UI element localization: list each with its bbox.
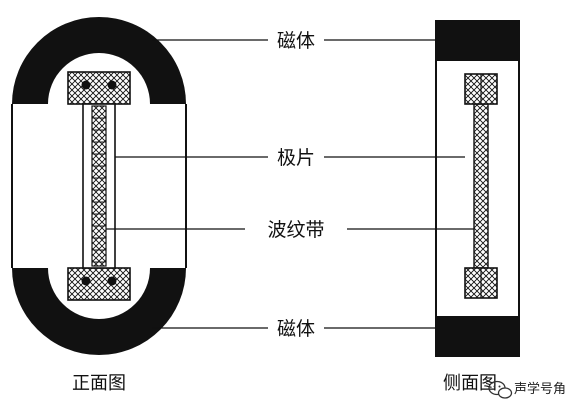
label-magnet-top: 磁体	[277, 30, 315, 52]
front-view	[11, 17, 187, 355]
watermark-text: 声学号角	[514, 381, 566, 397]
caption-side-view: 侧面图	[443, 373, 497, 394]
label-pole-piece: 极片	[277, 147, 315, 169]
wechat-icon	[488, 380, 513, 399]
front-pole-top	[67, 71, 131, 105]
side-pole-bottom	[464, 267, 498, 299]
side-pole-top	[464, 73, 498, 105]
leader-lines	[106, 39, 474, 329]
caption-front-view: 正面图	[72, 373, 126, 394]
side-view	[435, 20, 520, 357]
watermark: 声学号角	[488, 380, 566, 399]
front-pole-bottom	[67, 267, 131, 301]
side-magnet-bottom	[436, 316, 519, 356]
side-corrugated-band	[473, 103, 489, 269]
label-corrugated-band: 波纹带	[267, 219, 324, 241]
side-magnet-top	[436, 21, 519, 61]
label-magnet-bottom: 磁体	[277, 318, 315, 340]
